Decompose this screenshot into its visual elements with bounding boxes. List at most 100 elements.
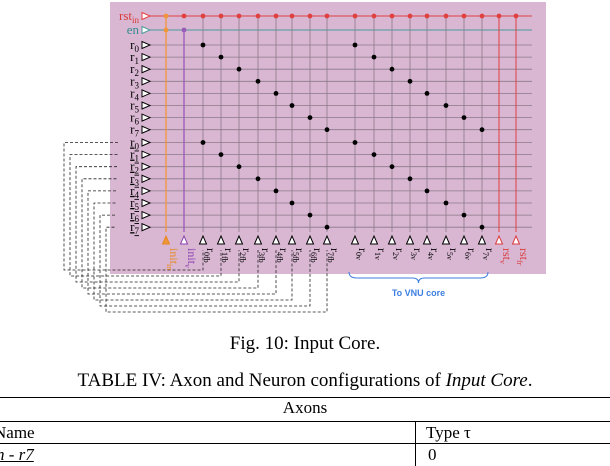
neuron-label-left-4: r2fb xyxy=(238,248,254,263)
neuron-icon-right-8 xyxy=(494,234,504,245)
neuron-icon-right-0 xyxy=(350,234,360,245)
row-label-top-2: r2 xyxy=(130,61,139,78)
row1-name: n - r7 xyxy=(0,445,34,465)
neuron-label-left-6: r4fb xyxy=(275,248,291,263)
synapse-top-fb-5 xyxy=(289,103,295,108)
neuron-label-right-8: rstv xyxy=(498,248,514,264)
neuron-icon-left-5 xyxy=(253,234,263,245)
rst-in-label: rstin xyxy=(119,8,140,25)
row-input-icon-bottom-5 xyxy=(141,198,152,208)
neuron-label-left-3: r1fb xyxy=(220,248,236,263)
synapse-rst-left-3 xyxy=(218,13,224,19)
table-header-rule xyxy=(0,421,610,422)
synapse-rst-left-8 xyxy=(307,13,313,19)
neuron-label-right-7: r7v xyxy=(481,248,497,260)
neuron-icon-right-9 xyxy=(511,234,521,245)
row-label-top-5: r5 xyxy=(130,98,139,115)
row-input-icon-top-4 xyxy=(141,89,152,98)
synapse-top-v-6 xyxy=(461,115,467,120)
row-input-icon-bottom-0 xyxy=(141,138,152,147)
row-label-top-1: r1 xyxy=(130,49,139,66)
neuron-label-right-0: r0v xyxy=(354,248,370,260)
synapse-bottom-v-3 xyxy=(407,176,413,182)
neuron-label-left-5: r3fb xyxy=(257,248,273,263)
synapse-bottom-fb-7 xyxy=(324,224,330,230)
row-label-top-3: r3 xyxy=(130,73,139,90)
row-input-icon-top-0 xyxy=(141,40,152,50)
row-label-bottom-1: r1 xyxy=(130,147,139,164)
neuron-label-right-6: r6v xyxy=(463,248,479,260)
synapse-rst-right-2 xyxy=(389,13,395,19)
synapse-bottom-v-4 xyxy=(424,188,430,194)
neuron-icon-left-3 xyxy=(216,234,226,245)
row-input-icon-bottom-7 xyxy=(141,222,152,232)
neuron-icon-left-7 xyxy=(287,234,297,245)
synapse-rst-left-4 xyxy=(236,13,242,19)
synapse-bottom-fb-1 xyxy=(218,152,224,158)
row-input-icon-bottom-3 xyxy=(141,174,152,184)
table-row-rule xyxy=(0,443,610,444)
neuron-icon-right-2 xyxy=(387,234,397,245)
synapse-top-v-0 xyxy=(352,42,358,48)
synapse-rst-left-1 xyxy=(181,13,187,19)
synapse-bottom-v-6 xyxy=(461,212,467,218)
en-input-icon xyxy=(141,25,152,35)
row-input-icon-bottom-2 xyxy=(141,162,152,171)
synapse-top-fb-2 xyxy=(236,66,242,72)
col-header-type: Type τ xyxy=(426,423,471,442)
neuron-icon-right-4 xyxy=(422,234,432,245)
neuron-label-left-1: initv xyxy=(183,248,199,268)
table-caption-emph: Input Core xyxy=(445,370,528,391)
row-input-icon-top-5 xyxy=(141,101,152,110)
row-label-bottom-4: r4 xyxy=(130,183,139,200)
row-label-bottom-7: r7 xyxy=(130,219,139,236)
neuron-label-left-2: r0fb xyxy=(202,248,218,263)
figure-caption: Fig. 10: Input Core. xyxy=(229,333,381,354)
synapse-rst-left-9 xyxy=(324,13,330,19)
synapse-top-fb-3 xyxy=(255,78,261,84)
row-label-bottom-3: r3 xyxy=(130,171,139,188)
row-input-icon-bottom-4 xyxy=(141,186,152,196)
input-core-figure: rstinenr0r1r2r3r4r5r6r7r0r1r2r3r4r5r6r7i… xyxy=(63,2,546,313)
neuron-icon-right-3 xyxy=(405,234,415,245)
synapse-top-fb-0 xyxy=(200,42,206,48)
synapse-bottom-v-1 xyxy=(371,152,377,158)
neuron-icon-left-4 xyxy=(234,234,244,245)
neuron-label-left-7: r5fb xyxy=(291,248,307,263)
neuron-label-left-8: r6fb xyxy=(309,248,325,263)
row-label-bottom-6: r6 xyxy=(130,207,139,224)
neuron-icon-left-1 xyxy=(179,234,189,245)
neuron-icon-right-7 xyxy=(477,234,487,245)
synapse-rst-right-5 xyxy=(443,13,449,19)
synapse-top-fb-1 xyxy=(218,54,224,60)
rst-input-icon xyxy=(141,11,152,21)
synapse-rst-right-1 xyxy=(371,13,377,19)
vnu-brace-label: To VNU core xyxy=(392,288,445,298)
row-input-icon-top-1 xyxy=(141,52,152,62)
core-background xyxy=(110,2,546,274)
row-label-bottom-0: r0 xyxy=(130,135,139,152)
synapse-bottom-v-2 xyxy=(389,164,395,170)
feedback-wire-7 xyxy=(105,226,328,313)
feedback-wire-6 xyxy=(99,214,311,307)
feedback-wire-2 xyxy=(75,166,240,283)
row1-type: 0 xyxy=(428,445,437,464)
table-top-rule xyxy=(0,397,610,398)
synapse-rst-right-0 xyxy=(352,13,358,19)
vnu-brace xyxy=(348,271,489,284)
neuron-label-right-1: r1v xyxy=(373,248,389,260)
synapse-bottom-fb-0 xyxy=(200,140,206,145)
synapse-top-v-4 xyxy=(424,91,430,96)
neuron-label-right-4: r4v xyxy=(426,248,442,260)
row-input-icon-top-7 xyxy=(141,125,152,134)
neuron-icon-left-9 xyxy=(322,234,332,245)
neuron-label-right-3: r3v xyxy=(409,248,425,260)
synapse-en-init-in xyxy=(163,27,169,33)
synapse-top-fb-6 xyxy=(307,115,313,120)
neuron-label-right-9: rstfr xyxy=(515,248,531,266)
row-label-top-7: r7 xyxy=(130,122,139,139)
synapse-bottom-v-5 xyxy=(443,200,449,206)
neuron-icon-right-1 xyxy=(369,234,379,245)
synapse-rst-right-4 xyxy=(424,13,430,19)
synapse-rst-right-3 xyxy=(407,13,413,19)
